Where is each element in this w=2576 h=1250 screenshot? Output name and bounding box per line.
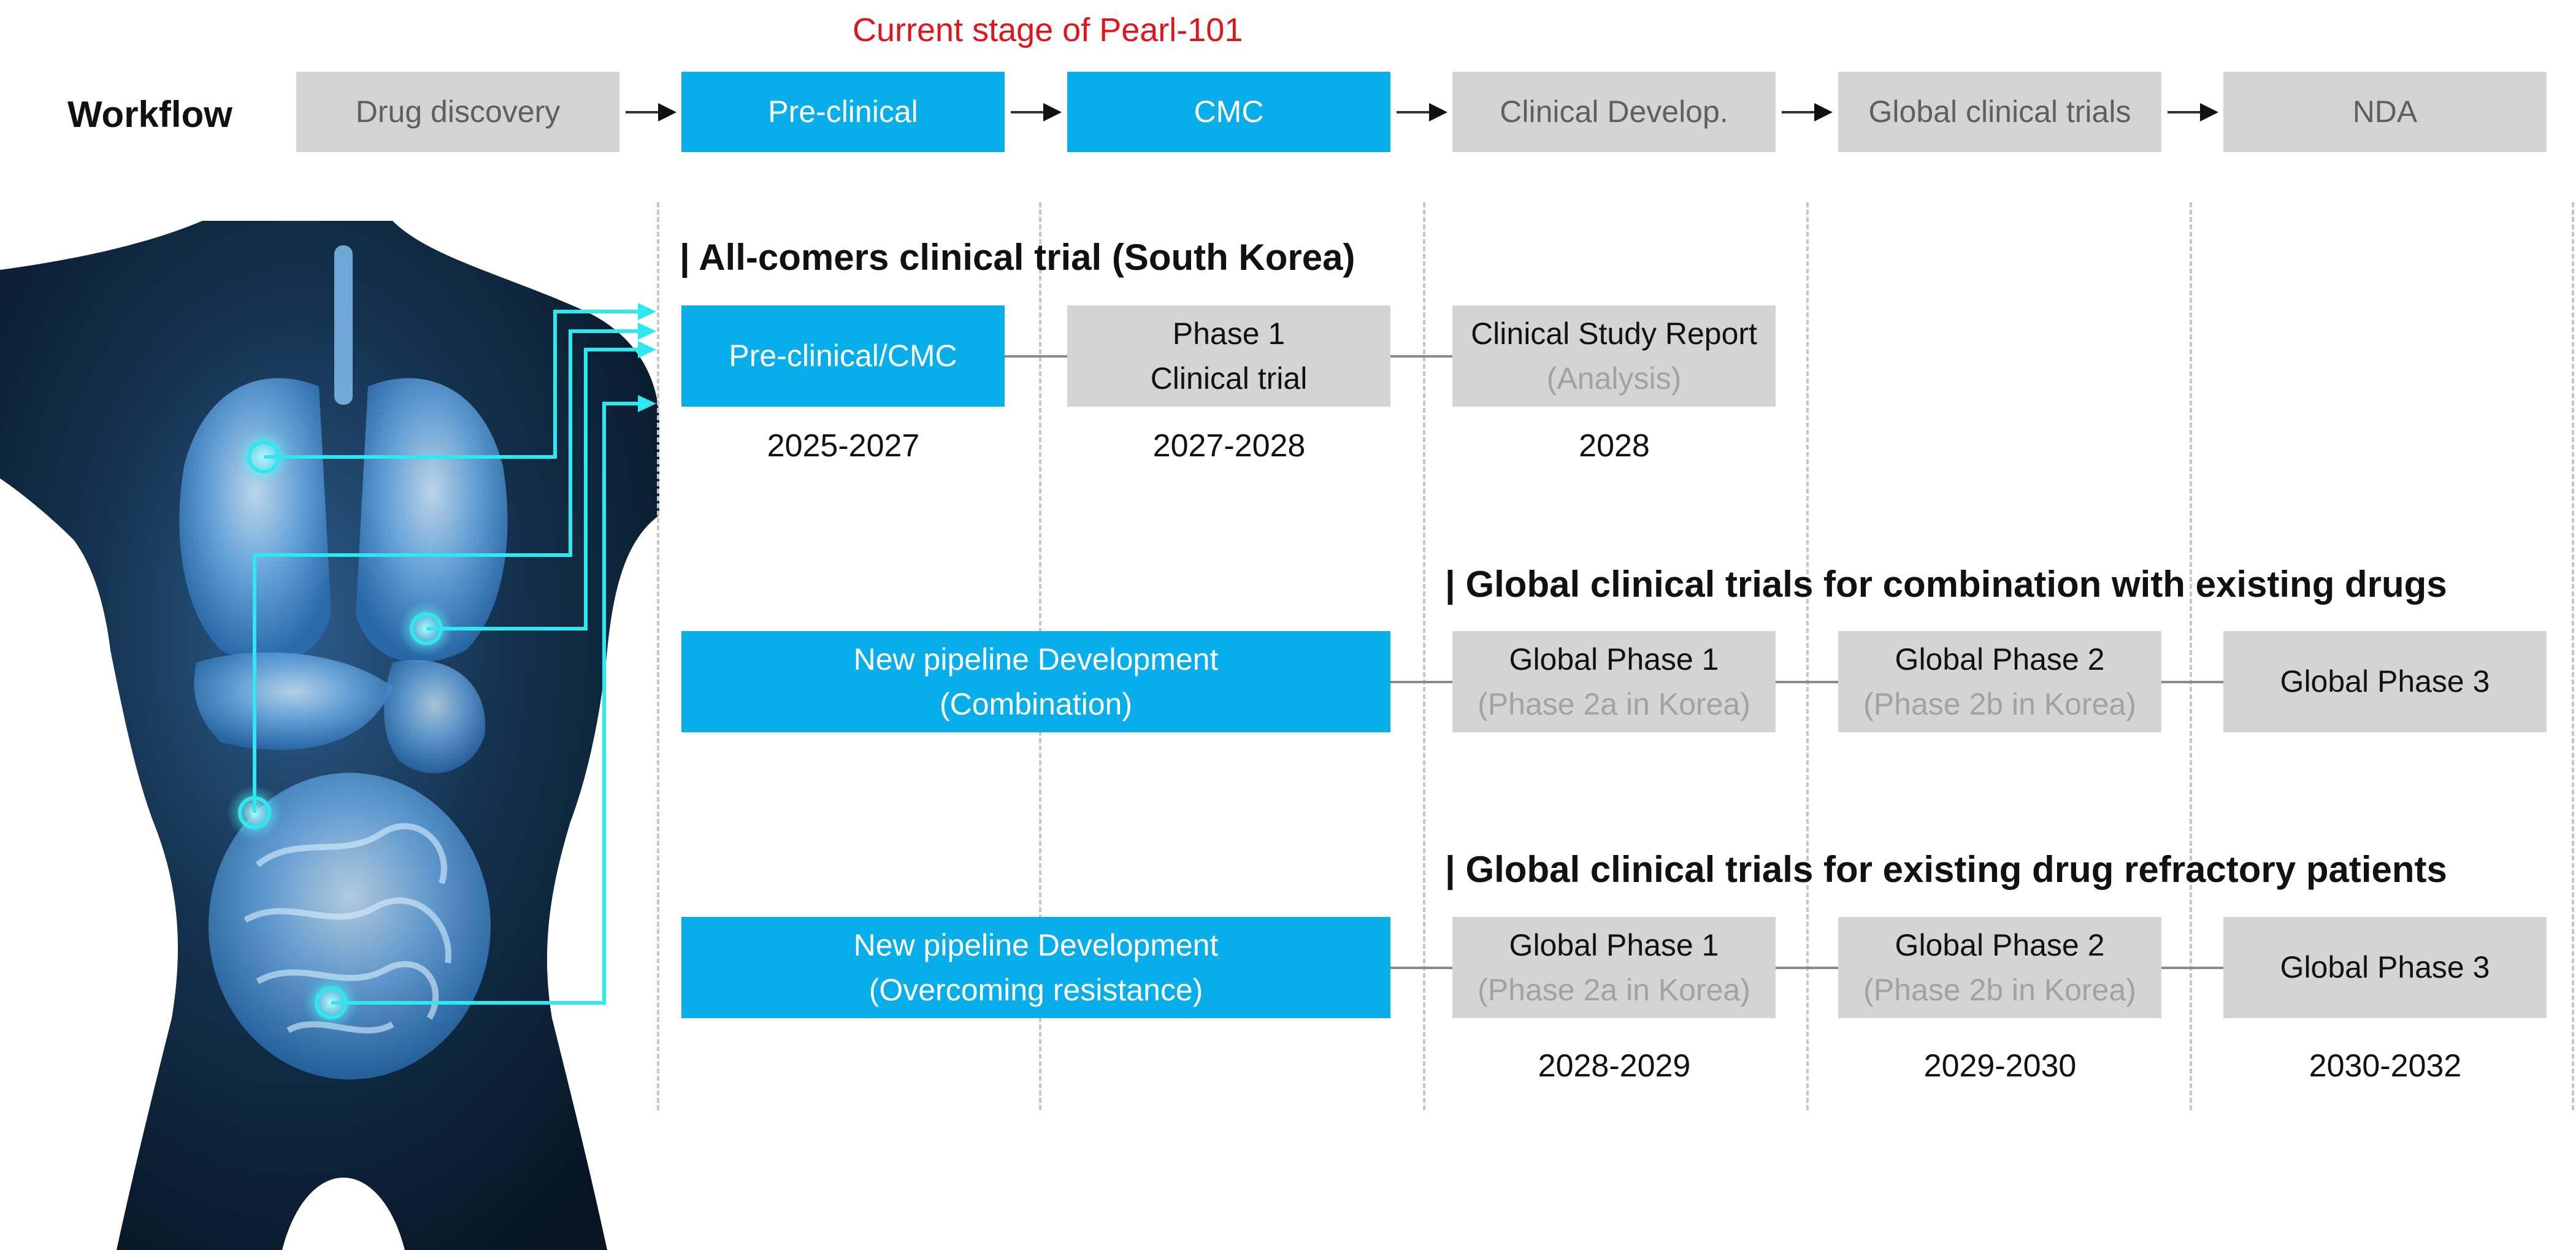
stage-box-global-phase2: Global Phase 2 (Phase 2b in Korea): [1838, 631, 2161, 732]
workflow-step-global-clinical-trials: Global clinical trials: [1838, 72, 2161, 152]
left-lung: [179, 378, 331, 662]
stage-label: New pipeline Development: [853, 642, 1219, 677]
arrow-right-icon: [626, 103, 677, 121]
column-divider: [1806, 202, 1809, 1110]
stage-label: Global Phase 1: [1509, 928, 1719, 962]
stage-box-global-phase1: Global Phase 1 (Phase 2a in Korea): [1452, 631, 1776, 732]
stage-box-global-phase3: Global Phase 3: [2223, 631, 2547, 732]
workflow-label: Workflow: [67, 94, 232, 135]
stage-label: Global Phase 1: [1509, 642, 1719, 677]
workflow-step-clinical-develop: Clinical Develop.: [1452, 72, 1776, 152]
stage-connector: [1776, 681, 1838, 683]
stage-sublabel: (Phase 2b in Korea): [1863, 972, 2136, 1007]
arrow-right-icon: [1397, 103, 1447, 121]
workflow-step-label: Clinical Develop.: [1500, 94, 1728, 129]
stage-connector: [2161, 967, 2223, 969]
stomach: [384, 660, 486, 773]
workflow-step-label: Global clinical trials: [1868, 94, 2131, 129]
workflow-step-cmc: CMC: [1067, 72, 1390, 152]
arrow-right-icon: [1011, 103, 1062, 121]
current-stage-label: Current stage of Pearl-101: [853, 12, 1243, 48]
right-lung: [356, 378, 508, 662]
column-divider: [2190, 202, 2192, 1110]
stage-sublabel: Clinical trial: [1150, 361, 1308, 396]
year-label: 2029-2030: [1923, 1048, 2077, 1084]
stage-sublabel: (Phase 2a in Korea): [1478, 972, 1750, 1007]
stage-label: Global Phase 3: [2280, 950, 2490, 985]
stage-connector: [1005, 355, 1067, 358]
stage-sublabel: (Overcoming resistance): [868, 972, 1203, 1007]
stage-label: Global Phase 2: [1895, 642, 2105, 677]
stage-label: Global Phase 2: [1895, 928, 2105, 962]
stage-box-phase1: Phase 1 Clinical trial: [1067, 305, 1390, 407]
column-divider: [1423, 202, 1425, 1110]
stage-sublabel: (Analysis): [1546, 361, 1682, 396]
year-label: 2030-2032: [2309, 1048, 2462, 1084]
year-label: 2027-2028: [1152, 428, 1306, 464]
workflow-step-nda: NDA: [2223, 72, 2547, 152]
stage-label: Pre-clinical/CMC: [729, 339, 957, 374]
workflow-step-drug-discovery: Drug discovery: [296, 72, 619, 152]
section-title-all-comers: | All-comers clinical trial (South Korea…: [680, 237, 1355, 278]
stage-box-global-phase1: Global Phase 1 (Phase 2a in Korea): [1452, 917, 1776, 1018]
workflow-step-label: NDA: [2352, 94, 2418, 129]
organ-connector-lines: [253, 303, 656, 1005]
stage-label: New pipeline Development: [853, 928, 1219, 962]
stage-box-global-phase3: Global Phase 3: [2223, 917, 2547, 1018]
stage-sublabel: (Phase 2b in Korea): [1863, 686, 2136, 721]
year-label: 2025-2027: [767, 428, 920, 464]
stage-box-pipeline-combination: New pipeline Development (Combination): [681, 631, 1390, 732]
stage-connector: [1390, 355, 1452, 358]
workflow-step-label: Drug discovery: [355, 94, 561, 129]
workflow-step-pre-clinical: Pre-clinical: [681, 72, 1005, 152]
stage-box-pipeline-resistance: New pipeline Development (Overcoming res…: [681, 917, 1390, 1018]
stage-box-pre-clinical-cmc: Pre-clinical/CMC: [681, 305, 1005, 407]
year-label: 2028: [1579, 428, 1650, 464]
stage-sublabel: (Combination): [939, 686, 1132, 721]
stage-box-global-phase2: Global Phase 2 (Phase 2b in Korea): [1838, 917, 2161, 1018]
year-label: 2028-2029: [1538, 1048, 1691, 1084]
column-divider: [2572, 202, 2574, 1110]
stage-connector: [1776, 967, 1838, 969]
arrow-right-icon: [1782, 103, 1833, 121]
workflow-step-label: Pre-clinical: [768, 94, 918, 129]
stage-connector: [1390, 967, 1452, 969]
stage-connector: [1390, 681, 1452, 683]
stage-label: Clinical Study Report: [1471, 316, 1757, 351]
section-title-refractory: | Global clinical trials for existing dr…: [1445, 849, 2447, 890]
workflow-arrows: [626, 103, 2218, 121]
stage-label: Global Phase 3: [2280, 664, 2490, 699]
stage-label: Phase 1: [1172, 316, 1286, 351]
arrow-right-icon: [2168, 103, 2218, 121]
stage-connector: [2161, 681, 2223, 683]
workflow-step-label: CMC: [1194, 94, 1264, 129]
liver: [194, 652, 393, 750]
column-divider: [657, 202, 659, 1110]
section-title-combination: | Global clinical trials for combination…: [1445, 564, 2447, 605]
stage-sublabel: (Phase 2a in Korea): [1478, 686, 1750, 721]
stage-box-clinical-study-report: Clinical Study Report (Analysis): [1452, 305, 1776, 407]
